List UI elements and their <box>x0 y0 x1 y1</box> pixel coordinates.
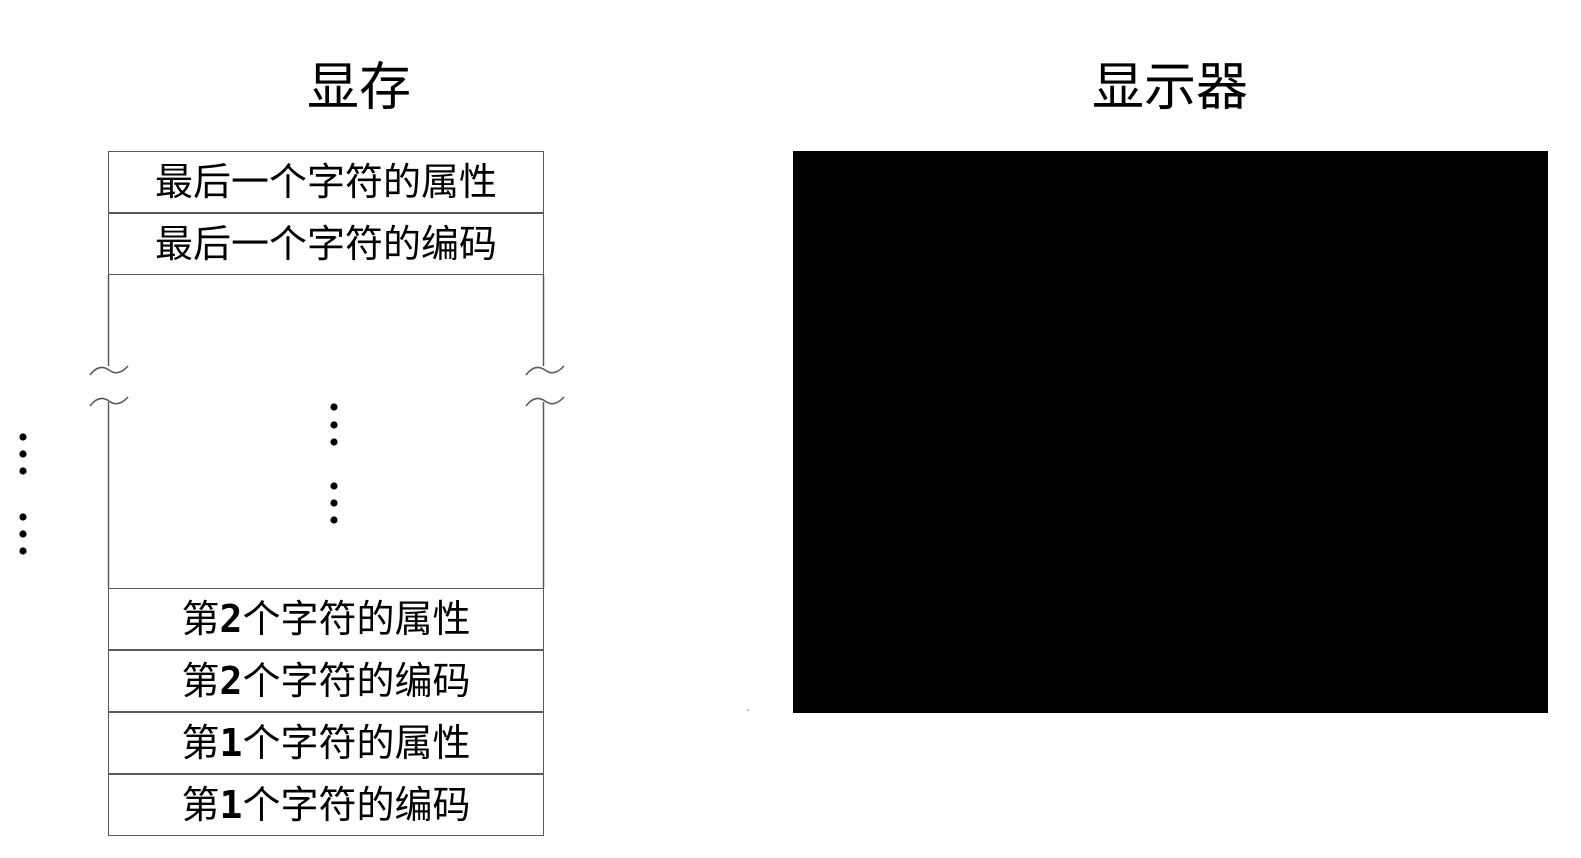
cell-suffix: 个字符的编码 <box>242 659 471 703</box>
right-break-mark-top <box>525 365 565 376</box>
right-break-mark-bottom <box>525 396 565 407</box>
vram-cell-char2-code: 第2个字符的编码 <box>108 650 544 712</box>
cell-number: 2 <box>219 597 243 641</box>
column-ellipsis-dots <box>330 403 338 524</box>
left-ellipsis-dots <box>19 433 27 555</box>
cell-suffix: 个字符的编码 <box>242 783 471 827</box>
vram-title: 显存 <box>306 58 411 118</box>
cell-prefix: 第 <box>181 783 220 827</box>
cell-number: 1 <box>219 721 243 765</box>
cell-prefix: 第 <box>181 597 220 641</box>
vram-cell-char1-attribute: 第1个字符的属性 <box>108 712 544 774</box>
speck-mark <box>747 709 749 711</box>
vram-cell-last-attribute: 最后一个字符的属性 <box>108 151 544 213</box>
cell-suffix: 个字符的属性 <box>242 721 471 765</box>
left-break-mark-top <box>89 365 129 376</box>
monitor-screen <box>793 151 1548 713</box>
cell-number: 2 <box>219 659 243 703</box>
vram-cell-char1-code: 第1个字符的编码 <box>108 774 544 836</box>
display-title: 显示器 <box>1091 58 1248 118</box>
left-break-mark-bottom <box>89 396 129 407</box>
vram-cell-last-code: 最后一个字符的编码 <box>108 213 544 275</box>
cell-prefix: 第 <box>181 721 220 765</box>
cell-number: 1 <box>219 783 243 827</box>
cell-prefix: 第 <box>181 659 220 703</box>
vram-cell-char2-attribute: 第2个字符的属性 <box>108 588 544 650</box>
cell-suffix: 个字符的属性 <box>242 597 471 641</box>
